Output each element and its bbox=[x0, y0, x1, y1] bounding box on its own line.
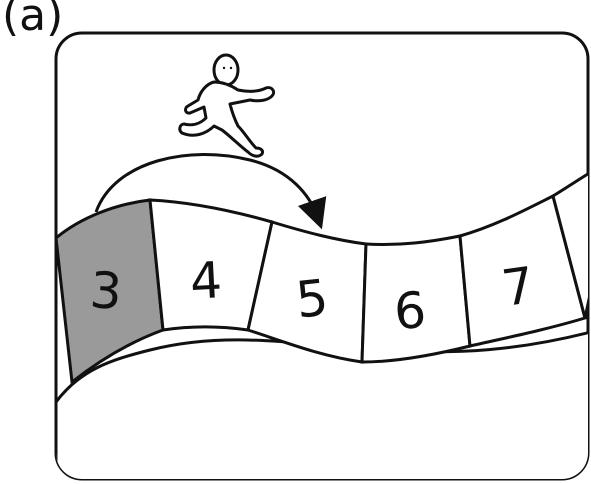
cell-number-6: 6 bbox=[392, 281, 428, 341]
cell-number-4: 4 bbox=[189, 251, 224, 311]
cell-number-5: 5 bbox=[293, 268, 331, 329]
cell-number-3: 3 bbox=[88, 261, 124, 321]
